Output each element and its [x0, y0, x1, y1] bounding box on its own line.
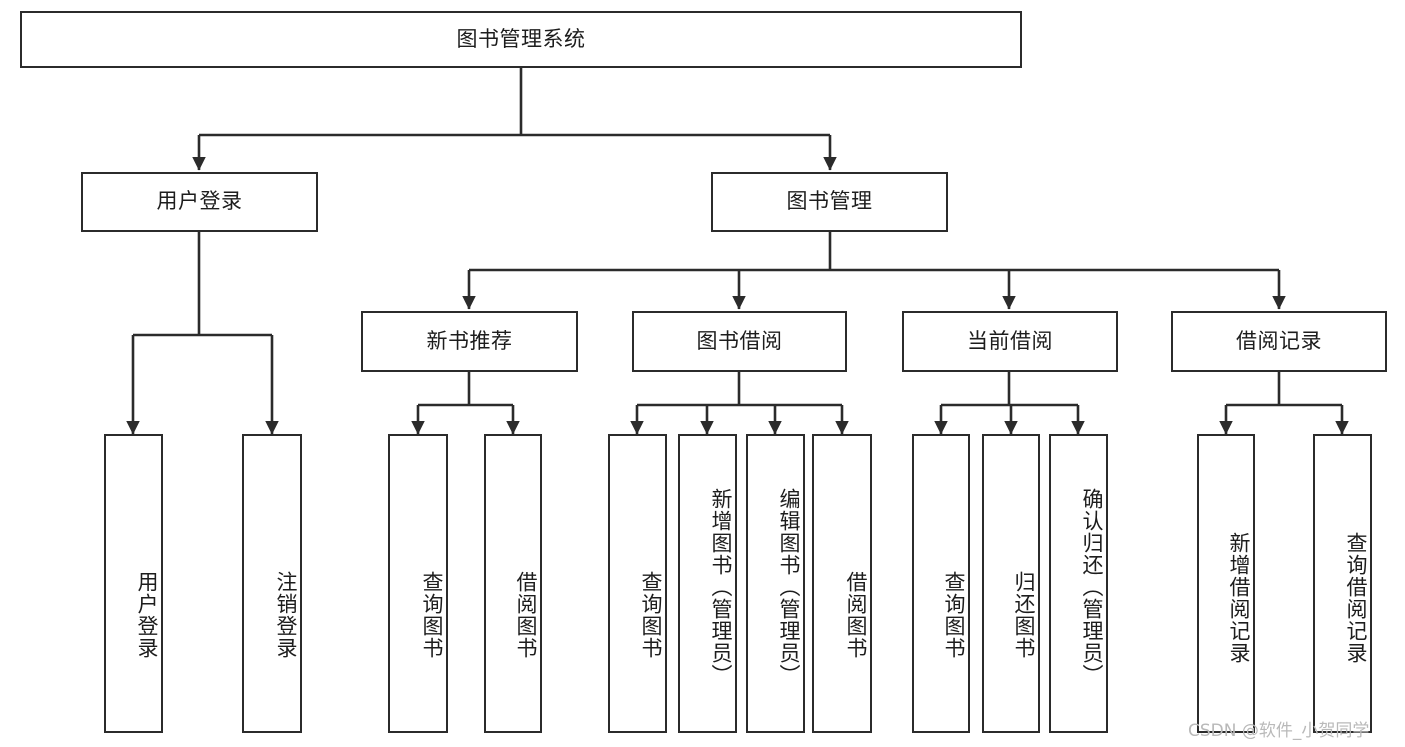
node-new-book-recommend[interactable]: 新书推荐 — [361, 311, 578, 372]
node-borrow-record[interactable]: 借阅记录 — [1171, 311, 1387, 372]
csdn-watermark: CSDN @软件_小贺同学 — [1188, 721, 1370, 741]
leaf-book-borrow-query-book[interactable]: 查询图书 — [608, 434, 667, 733]
leaf-current-borrow-confirm-return-admin[interactable]: 确认归还（管理员） — [1049, 434, 1108, 733]
leaf-book-borrow-edit-book-admin[interactable]: 编辑图书（管理员） — [746, 434, 805, 733]
leaf-current-borrow-return-book[interactable]: 归还图书 — [982, 434, 1040, 733]
leaf-borrow-record-query-record[interactable]: 查询借阅记录 — [1313, 434, 1372, 733]
node-root-book-management-system[interactable]: 图书管理系统 — [20, 11, 1022, 68]
leaf-user-login-logout[interactable]: 注销登录 — [242, 434, 302, 733]
leaf-borrow-record-add-record[interactable]: 新增借阅记录 — [1197, 434, 1255, 733]
node-book-borrow[interactable]: 图书借阅 — [632, 311, 847, 372]
node-current-borrow[interactable]: 当前借阅 — [902, 311, 1118, 372]
leaf-book-borrow-borrow-book[interactable]: 借阅图书 — [812, 434, 872, 733]
leaf-new-book-query-book[interactable]: 查询图书 — [388, 434, 448, 733]
node-book-management[interactable]: 图书管理 — [711, 172, 948, 232]
node-user-login[interactable]: 用户登录 — [81, 172, 318, 232]
leaf-new-book-borrow-book[interactable]: 借阅图书 — [484, 434, 542, 733]
leaf-user-login-do-login[interactable]: 用户登录 — [104, 434, 163, 733]
leaf-current-borrow-query-book[interactable]: 查询图书 — [912, 434, 970, 733]
leaf-book-borrow-add-book-admin[interactable]: 新增图书（管理员） — [678, 434, 737, 733]
